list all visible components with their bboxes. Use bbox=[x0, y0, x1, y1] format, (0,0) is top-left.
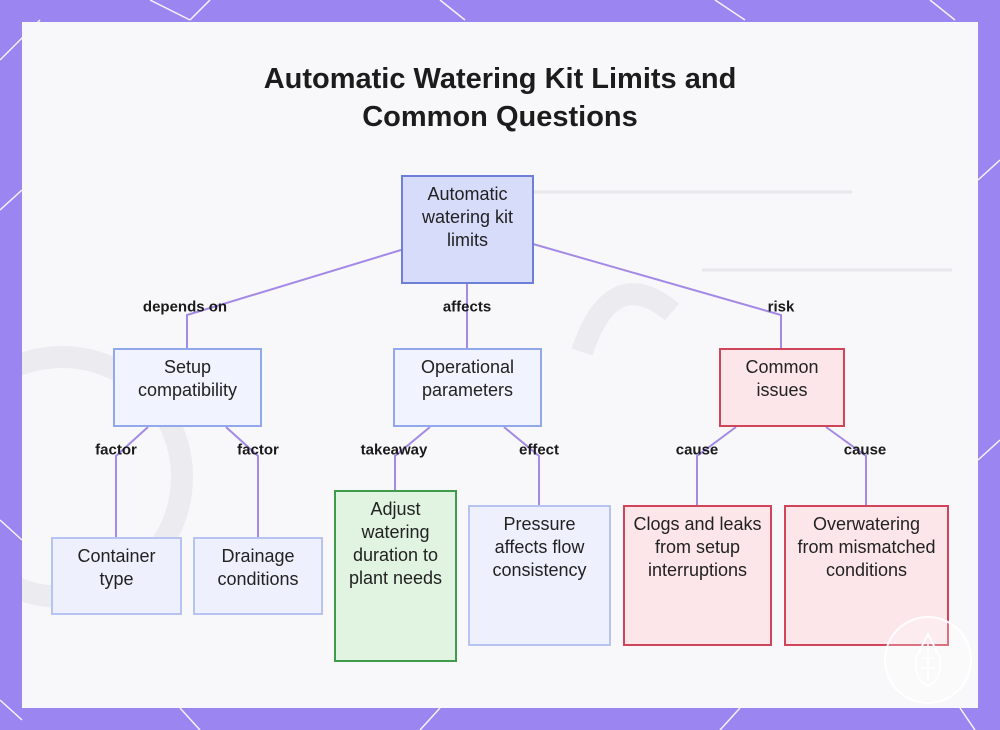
node-common-issues: Common issues bbox=[719, 348, 845, 427]
edge-label-factor-container: factor bbox=[95, 441, 137, 459]
title-line-1: Automatic Watering Kit Limits and bbox=[263, 63, 737, 95]
edge-label-affects: affects bbox=[442, 298, 492, 316]
edge-root-issues bbox=[532, 243, 782, 348]
node-setup-compatibility: Setup compatibility bbox=[113, 348, 262, 427]
watering-drop-icon bbox=[884, 616, 972, 704]
edge-label-takeaway: takeaway bbox=[360, 441, 428, 459]
edge-issues-overwatering bbox=[825, 426, 867, 505]
edge-setup-container bbox=[115, 426, 149, 537]
edge-label-factor-drainage: factor bbox=[237, 441, 279, 459]
node-operational-parameters: Operational parameters bbox=[393, 348, 542, 427]
node-adjust-watering: Adjust watering duration to plant needs bbox=[334, 490, 457, 662]
edge-root-setup bbox=[186, 249, 402, 348]
edge-label-effect: effect bbox=[518, 441, 560, 459]
node-pressure-flow: Pressure affects flow consistency bbox=[468, 505, 611, 646]
edge-label-depends-on: depends on bbox=[142, 298, 228, 316]
diagram-title: Automatic Watering Kit Limits and Common… bbox=[0, 60, 1000, 136]
edge-operational-pressure bbox=[503, 426, 540, 505]
title-line-2: Common Questions bbox=[362, 101, 638, 133]
edge-setup-drainage bbox=[225, 426, 259, 537]
edge-issues-clogs bbox=[696, 426, 737, 505]
edge-label-risk: risk bbox=[767, 298, 795, 316]
node-root: Automatic watering kit limits bbox=[401, 175, 534, 284]
edge-label-cause-overwatering: cause bbox=[843, 441, 887, 459]
drop-icon-glyph bbox=[914, 631, 942, 688]
edge-operational-adjust bbox=[394, 426, 431, 490]
node-drainage-conditions: Drainage conditions bbox=[193, 537, 323, 615]
node-clogs-leaks: Clogs and leaks from setup interruptions bbox=[623, 505, 772, 646]
node-container-type: Container type bbox=[51, 537, 182, 615]
edge-label-cause-clogs: cause bbox=[675, 441, 719, 459]
node-overwatering: Overwatering from mismatched conditions bbox=[784, 505, 949, 646]
